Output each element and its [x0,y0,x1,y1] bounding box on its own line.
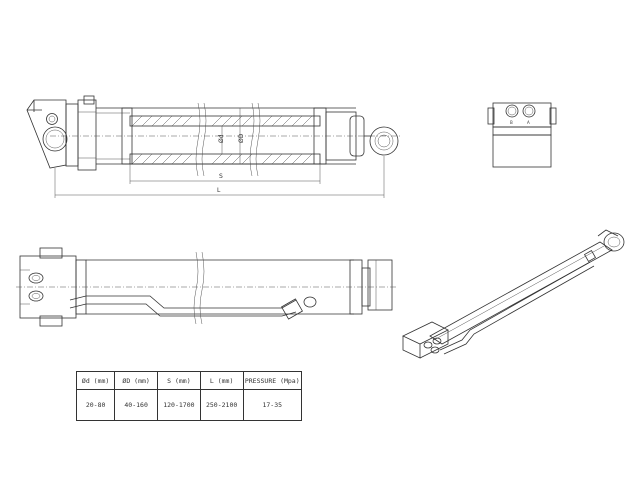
header-stroke: S (mm) [157,371,201,390]
value-rod-diameter: 20-80 [75,389,116,421]
value-stroke: 120-1700 [157,389,201,421]
value-pressure: 17-35 [242,389,302,421]
value-length: 250-2100 [199,389,244,421]
rod-diameter-label: Ød [218,134,225,143]
header-bore-diameter: ØD (mm) [114,371,158,390]
port-circle-upper [46,113,58,125]
header-rod-diameter: Ød (mm) [75,371,116,390]
port-b-circle [522,104,536,118]
port-b-label: A [527,120,530,125]
spec-table: Ød (mm) ØD (mm) S (mm) L (mm) PRESSURE (… [75,371,302,421]
cylinder-front-view [16,247,398,327]
cylinder-end-view: B A [487,102,557,168]
port-circle-lower [42,126,68,152]
length-label: L [217,187,221,194]
port-a-circle [505,104,519,118]
port-a-label: B [510,120,513,125]
spec-table-value-row: 20-80 40-160 120-1700 250-2100 17-35 [75,389,302,421]
header-pressure: PRESSURE (Mpa) [242,371,302,390]
header-length: L (mm) [199,371,244,390]
rod-eye [369,126,399,156]
bore-diameter-label: ØD [238,133,245,143]
spec-table-header-row: Ød (mm) ØD (mm) S (mm) L (mm) PRESSURE (… [75,371,302,390]
value-bore-diameter: 40-160 [114,389,158,421]
stroke-label: S [219,173,223,180]
cylinder-section-view: Ød ØD S L [26,95,400,198]
cylinder-isometric-view [402,229,625,359]
